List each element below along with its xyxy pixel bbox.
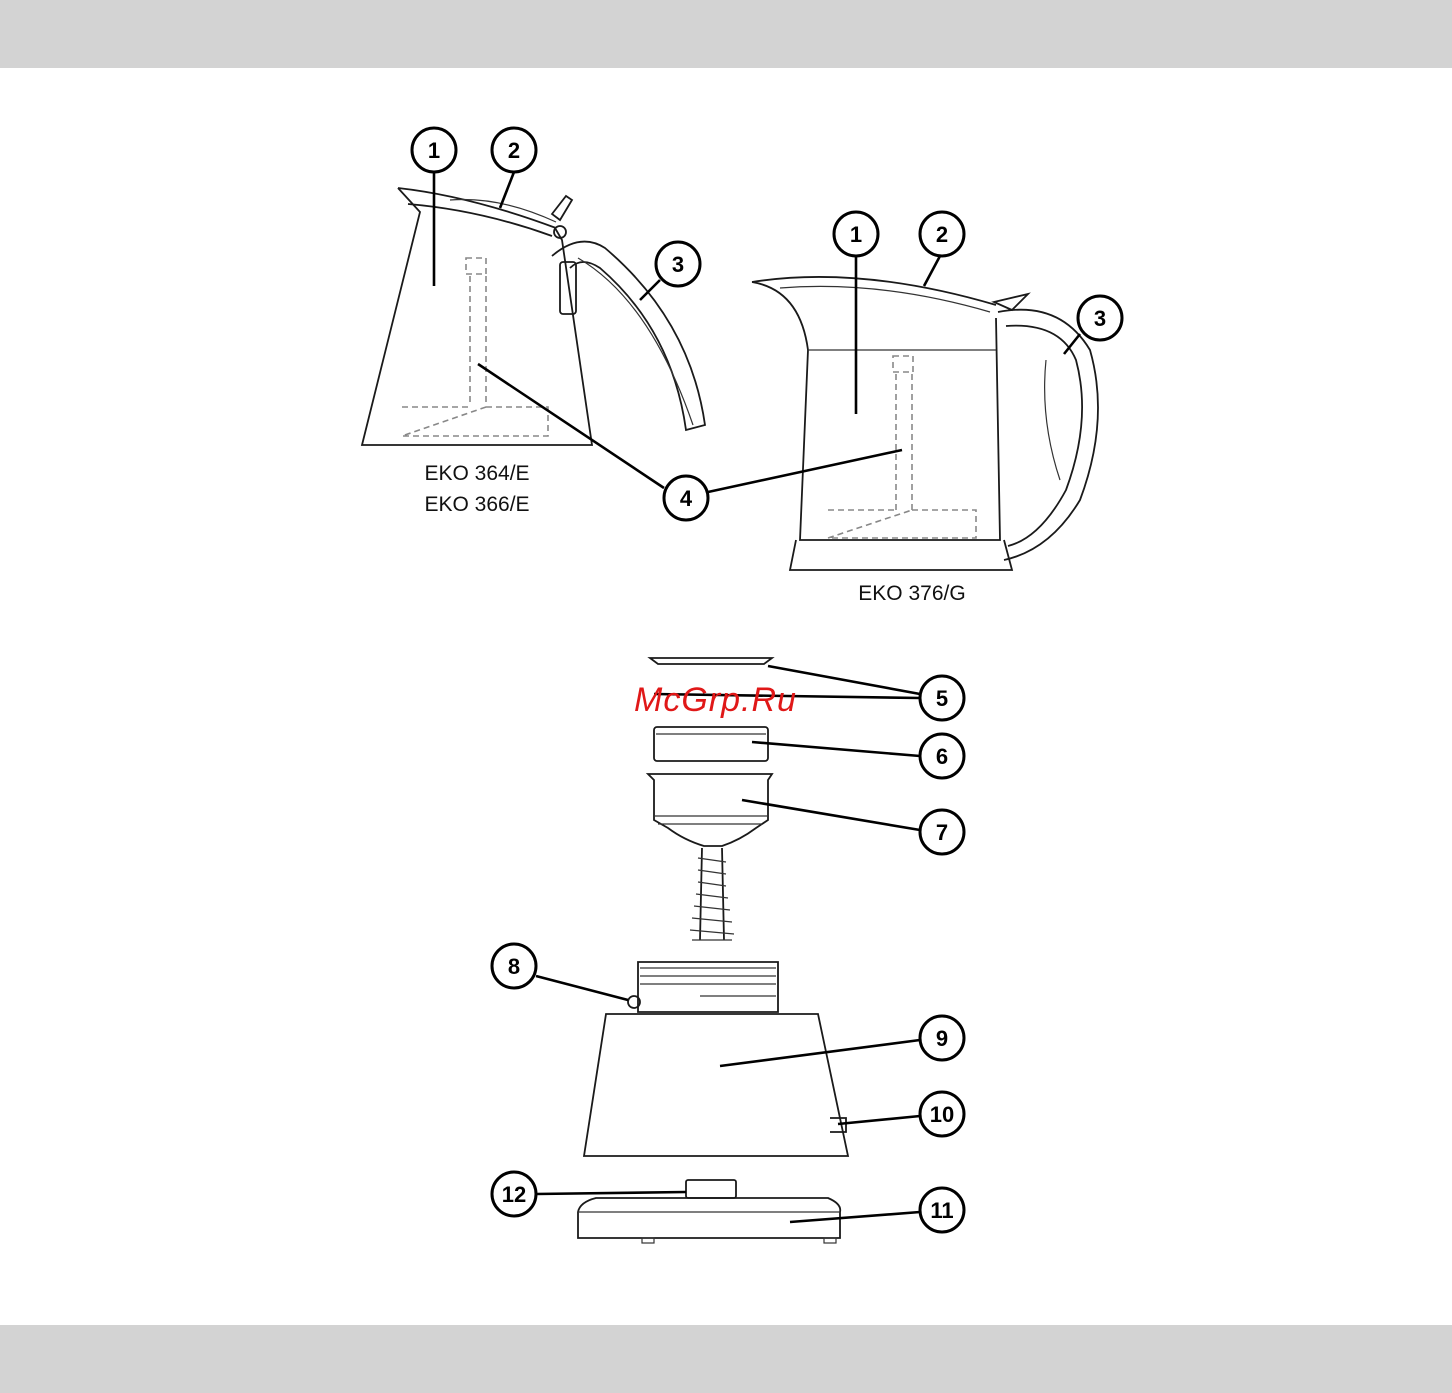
model-label-right: EKO 376/G	[858, 582, 965, 605]
watermark-text: McGrp.Ru	[634, 681, 797, 719]
callout-8: 8	[492, 944, 536, 988]
callout-5: 5	[920, 676, 964, 720]
callout-9: 9	[920, 1016, 964, 1060]
callout-7: 7	[920, 810, 964, 854]
callout-6: 6	[920, 734, 964, 778]
callout-12: 12	[492, 1172, 536, 1216]
callout-1b: 1	[834, 212, 878, 256]
callout-1a: 1	[412, 128, 456, 172]
svg-text:9: 9	[936, 1026, 948, 1051]
svg-text:2: 2	[936, 222, 948, 247]
svg-text:1: 1	[850, 222, 862, 247]
svg-text:2: 2	[508, 138, 520, 163]
part-filter-lid	[650, 658, 772, 664]
model-label-left-1: EKO 364/E	[424, 462, 529, 485]
jug-left	[362, 188, 705, 445]
part-water-tank-body	[584, 962, 848, 1156]
svg-text:4: 4	[680, 486, 693, 511]
svg-text:3: 3	[1094, 306, 1106, 331]
model-label-left-2: EKO 366/E	[424, 493, 529, 516]
svg-text:5: 5	[936, 686, 948, 711]
part-coffee-basket	[654, 727, 768, 761]
callout-3a: 3	[656, 242, 700, 286]
part-funnel	[648, 774, 772, 940]
svg-text:10: 10	[930, 1102, 954, 1127]
callout-2b: 2	[920, 212, 964, 256]
jug-right	[752, 277, 1098, 570]
callout-2a: 2	[492, 128, 536, 172]
svg-text:6: 6	[936, 744, 948, 769]
svg-text:3: 3	[672, 252, 684, 277]
callout-11: 11	[920, 1188, 964, 1232]
part-power-base	[578, 1180, 840, 1243]
svg-text:7: 7	[936, 820, 948, 845]
svg-text:12: 12	[502, 1182, 526, 1207]
svg-text:8: 8	[508, 954, 520, 979]
svg-text:11: 11	[930, 1198, 953, 1223]
callout-4: 4	[664, 476, 708, 520]
callout-3b: 3	[1078, 296, 1122, 340]
svg-text:1: 1	[428, 138, 440, 163]
callout-10: 10	[920, 1092, 964, 1136]
